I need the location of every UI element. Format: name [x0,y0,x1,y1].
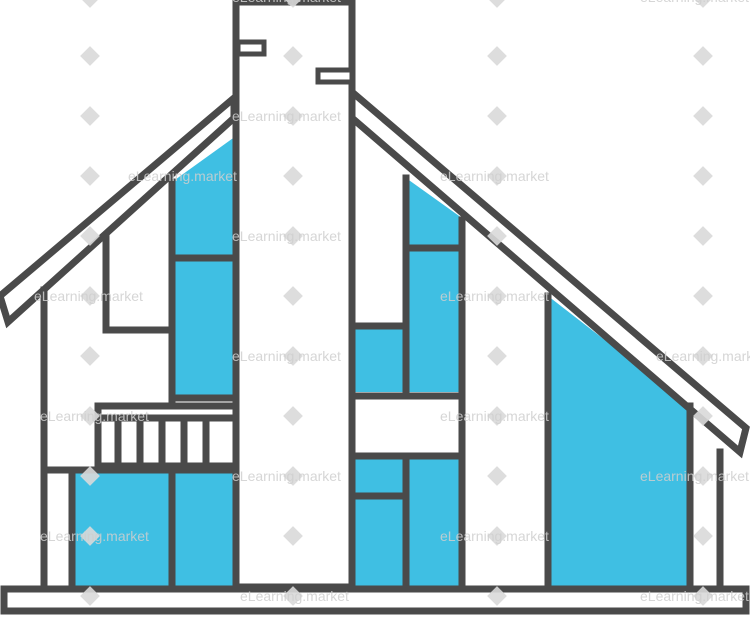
left-small-panel [102,232,176,334]
center-lower-window-glass-b [406,458,462,587]
right-big-window-glass [548,296,690,587]
ground-base [0,585,750,615]
center-mid-window-glass-a [406,248,462,392]
left-lower-window-glass-a [72,470,172,587]
center-lower-window-glass-a [352,458,406,587]
tower-vent-right [315,67,355,85]
left-upper-window-glass [172,136,236,258]
center-white-band [348,392,466,460]
center-mid-window-glass-b [352,326,406,392]
glass-panels [72,136,690,587]
left-lower-window-glass-b [172,470,236,587]
central-tower [232,0,356,591]
tower-vent-left [235,39,267,57]
center-upper-window-glass [406,178,462,248]
left-middle-window-glass [172,258,236,398]
